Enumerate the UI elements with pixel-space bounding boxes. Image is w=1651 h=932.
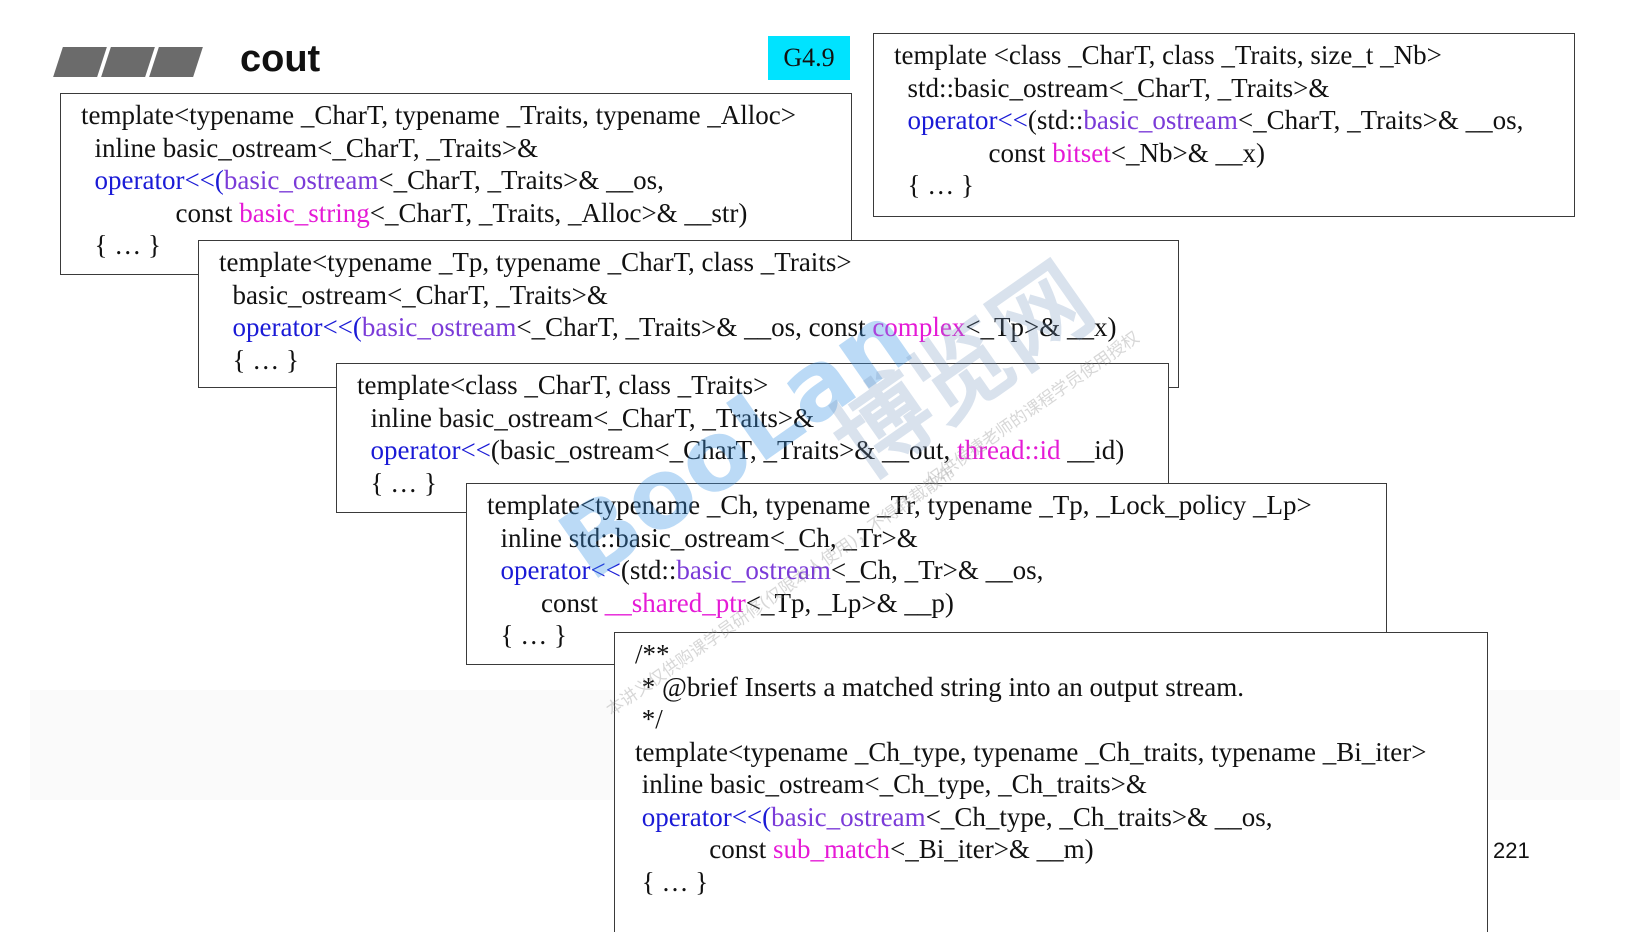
code-text: inline basic_ostream<_CharT, _Traits>&	[81, 132, 539, 163]
type-token: basic_ostream	[676, 555, 831, 585]
code-line: */	[635, 702, 663, 736]
code-line: template<typename _Tp, typename _CharT, …	[219, 245, 852, 279]
type-token: basic_ostream	[223, 165, 379, 195]
code-text: (std::	[1027, 105, 1084, 135]
code-line: * @brief Inserts a matched string into a…	[635, 670, 1244, 704]
code-box-basic-string: template<typename _CharT, typename _Trai…	[60, 93, 852, 275]
slide-title: cout	[240, 38, 321, 80]
code-text: const	[487, 587, 605, 618]
code-box-thread-id: template<class _CharT, class _Traits> in…	[336, 363, 1169, 513]
code-text: <_Bi_iter>& __m)	[889, 834, 1094, 864]
code-text: <_Ch_type, _Ch_traits>& __os,	[925, 801, 1273, 832]
code-line: std::basic_ostream<_CharT, _Traits>&	[894, 71, 1330, 105]
operator-token: operator<<(	[219, 312, 362, 342]
code-text: template<class _CharT, class _Traits>	[357, 370, 769, 400]
code-line: operator<<(std::basic_ostream<_CharT, _T…	[894, 103, 1524, 137]
code-text: <_CharT, _Traits>& __os,	[1237, 105, 1524, 135]
code-text: <_CharT, _Traits>& __os, const	[516, 312, 873, 342]
code-text: * @brief Inserts a matched string into a…	[635, 671, 1244, 702]
code-line: /**	[635, 637, 670, 671]
code-line: template <class _CharT, class _Traits, s…	[894, 38, 1442, 72]
code-text: const	[635, 834, 773, 864]
code-box-sub-match: /** * @brief Inserts a matched string in…	[614, 632, 1488, 932]
code-text: (std::	[620, 555, 677, 585]
code-line: template<typename _CharT, typename _Trai…	[81, 98, 796, 132]
code-line: basic_ostream<_CharT, _Traits>&	[219, 278, 608, 312]
highlight-token: bitset	[1052, 137, 1111, 168]
code-text: inline basic_ostream<_Ch_type, _Ch_trait…	[635, 769, 1147, 799]
code-text: { … }	[219, 344, 299, 375]
code-text: /**	[635, 639, 670, 669]
type-token: basic_ostream	[771, 801, 926, 832]
code-line: operator<<(std::basic_ostream<_Ch, _Tr>&…	[487, 553, 1044, 587]
code-line: inline basic_ostream<_CharT, _Traits>&	[357, 401, 815, 435]
code-line: { … }	[894, 168, 974, 202]
code-text: template <class _CharT, class _Traits, s…	[894, 40, 1442, 70]
code-line: { … }	[635, 865, 708, 899]
operator-token: operator<<	[487, 555, 621, 585]
code-text: <_CharT, _Traits, _Alloc>& __str)	[369, 197, 748, 228]
code-line: const sub_match<_Bi_iter>& __m)	[635, 832, 1094, 866]
code-text: __id)	[1060, 435, 1125, 465]
highlight-token: complex	[872, 312, 966, 342]
code-text: template<typename _Tp, typename _CharT, …	[219, 247, 852, 277]
code-line: operator<<(basic_ostream<_CharT, _Traits…	[81, 163, 664, 197]
code-text: template<typename _Ch_type, typename _Ch…	[635, 736, 1427, 767]
code-line: const __shared_ptr<_Tp, _Lp>& __p)	[487, 586, 954, 620]
highlight-token: thread::id	[957, 435, 1061, 465]
code-line: inline basic_ostream<_CharT, _Traits>&	[81, 131, 539, 165]
code-line: const basic_string<_CharT, _Traits, _All…	[81, 196, 748, 230]
code-line: operator<<(basic_ostream<_CharT, _Traits…	[357, 433, 1125, 467]
code-text: const	[894, 137, 1053, 168]
code-text: <_Ch, _Tr>& __os,	[830, 555, 1044, 585]
title-bar-2	[101, 47, 155, 77]
code-text: inline std::basic_ostream<_Ch, _Tr>&	[487, 522, 918, 553]
operator-token: operator<<	[357, 435, 491, 465]
code-text: { … }	[894, 170, 974, 200]
code-text: */	[635, 704, 663, 734]
code-text: std::basic_ostream<_CharT, _Traits>&	[894, 72, 1330, 103]
operator-token: operator<<(	[81, 165, 224, 195]
code-text: { … }	[487, 620, 567, 650]
code-text: <_Tp, _Lp>& __p)	[745, 587, 954, 618]
operator-token: operator<<(	[635, 801, 772, 832]
code-text: { … }	[635, 866, 709, 897]
version-tag: G4.9	[768, 36, 850, 80]
highlight-token: basic_string	[239, 197, 370, 228]
code-line: { … }	[81, 228, 161, 262]
highlight-token: sub_match	[773, 834, 890, 864]
code-box-bitset: template <class _CharT, class _Traits, s…	[873, 33, 1575, 217]
operator-token: operator<<	[894, 105, 1028, 135]
code-text: template<typename _Ch, typename _Tr, typ…	[487, 490, 1312, 520]
code-line: { … }	[487, 618, 567, 652]
code-text: <_CharT, _Traits>& __os,	[378, 165, 664, 195]
code-line: template<class _CharT, class _Traits>	[357, 368, 768, 402]
title-decoration-bars	[52, 47, 203, 79]
code-line: const bitset<_Nb>& __x)	[894, 136, 1265, 170]
code-line: template<typename _Ch_type, typename _Ch…	[635, 735, 1427, 769]
code-line: { … }	[357, 466, 437, 500]
code-text: const	[81, 197, 240, 228]
code-text: (basic_ostream<_CharT, _Traits>& __out,	[490, 435, 958, 465]
highlight-token: __shared_ptr	[604, 587, 746, 618]
page-number: 221	[1493, 838, 1530, 863]
code-line: inline basic_ostream<_Ch_type, _Ch_trait…	[635, 767, 1147, 801]
title-bar-3	[149, 47, 203, 77]
code-text: { … }	[357, 467, 437, 498]
code-line: template<typename _Ch, typename _Tr, typ…	[487, 488, 1312, 522]
code-text: { … }	[81, 230, 161, 260]
code-text: inline basic_ostream<_CharT, _Traits>&	[357, 402, 815, 433]
code-line: inline std::basic_ostream<_Ch, _Tr>&	[487, 521, 918, 555]
code-text: basic_ostream<_CharT, _Traits>&	[219, 279, 608, 310]
code-text: template<typename _CharT, typename _Trai…	[81, 100, 797, 130]
type-token: basic_ostream	[361, 312, 517, 342]
type-token: basic_ostream	[1083, 105, 1238, 135]
code-line: { … }	[219, 343, 299, 377]
code-text: <_Nb>& __x)	[1110, 137, 1265, 168]
code-text: <_Tp>& __x)	[965, 312, 1117, 342]
code-line: operator<<(basic_ostream<_Ch_type, _Ch_t…	[635, 800, 1273, 834]
code-line: operator<<(basic_ostream<_CharT, _Traits…	[219, 310, 1117, 344]
title-bar-1	[53, 47, 107, 77]
